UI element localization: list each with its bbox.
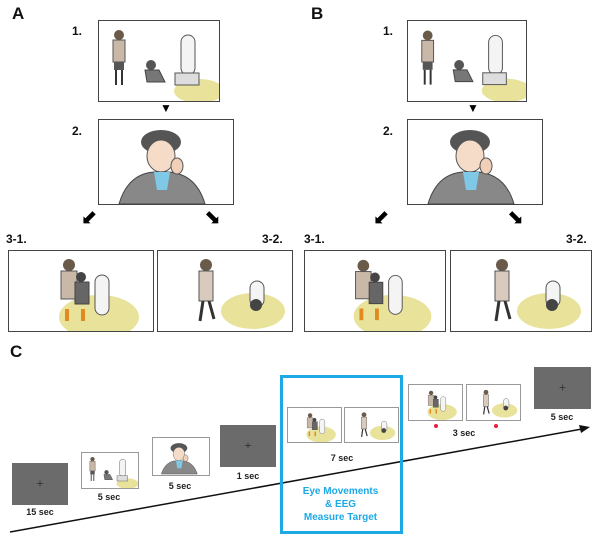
panel-a-step-2: 2. [72, 124, 83, 138]
panel-a-step-3-2: 3-2. [262, 232, 283, 246]
duration-label: 3 sec [452, 428, 476, 438]
target-line-1: Eye Movements [302, 486, 379, 497]
duration-label: 7 sec [330, 453, 354, 463]
panel-b-step-3-2: 3-2. [566, 232, 587, 246]
panel-b-scene-3-1-image [304, 250, 446, 332]
fixation-screen [220, 425, 276, 467]
down-arrow-icon: ▼ [467, 101, 479, 115]
duration-label: 5 sec [97, 492, 121, 502]
stimulus-scene-3-2-thumbnail [466, 384, 521, 421]
fixation-screen [534, 367, 591, 409]
panel-c-label: C [10, 342, 23, 361]
duration-label: 1 sec [236, 471, 260, 481]
measure-target-box [280, 375, 403, 534]
panel-a-scene-2-image [98, 119, 234, 205]
duration-label: 15 sec [26, 507, 54, 517]
panel-a-scene-1-image [98, 20, 220, 102]
stimulus-scene-1-thumbnail [81, 452, 139, 489]
stimulus-scene-3-1-thumbnail [287, 407, 342, 443]
stimulus-scene-3-1-thumbnail [408, 384, 463, 421]
panel-a-step-1: 1. [72, 24, 83, 38]
red-dot-marker [494, 424, 498, 428]
stimulus-scene-3-2-thumbnail [344, 407, 399, 443]
panel-b-scene-3-2-image [450, 250, 592, 332]
measure-target-text: Eye Movements & EEG Measure Target [284, 485, 397, 524]
panel-b-step-1: 1. [383, 24, 394, 38]
panel-b-step-2: 2. [383, 124, 394, 138]
panel-b-scene-2-image [407, 119, 543, 205]
target-line-3: Measure Target [303, 512, 378, 523]
target-line-2: & EEG [324, 499, 357, 510]
panel-a-scene-3-1-image [8, 250, 154, 332]
duration-label: 5 sec [550, 412, 574, 422]
fixation-screen [12, 463, 68, 505]
stimulus-scene-2-thumbnail [152, 437, 210, 476]
panel-a-step-3-1: 3-1. [6, 232, 27, 246]
panel-a-scene-3-2-image [157, 250, 293, 332]
panel-a-label: A [12, 4, 25, 23]
down-arrow-icon: ▼ [160, 101, 172, 115]
panel-b-scene-1-image [407, 20, 527, 102]
panel-b-label: B [311, 4, 324, 23]
red-dot-marker [434, 424, 438, 428]
duration-label: 5 sec [168, 481, 192, 491]
panel-b-step-3-1: 3-1. [304, 232, 325, 246]
